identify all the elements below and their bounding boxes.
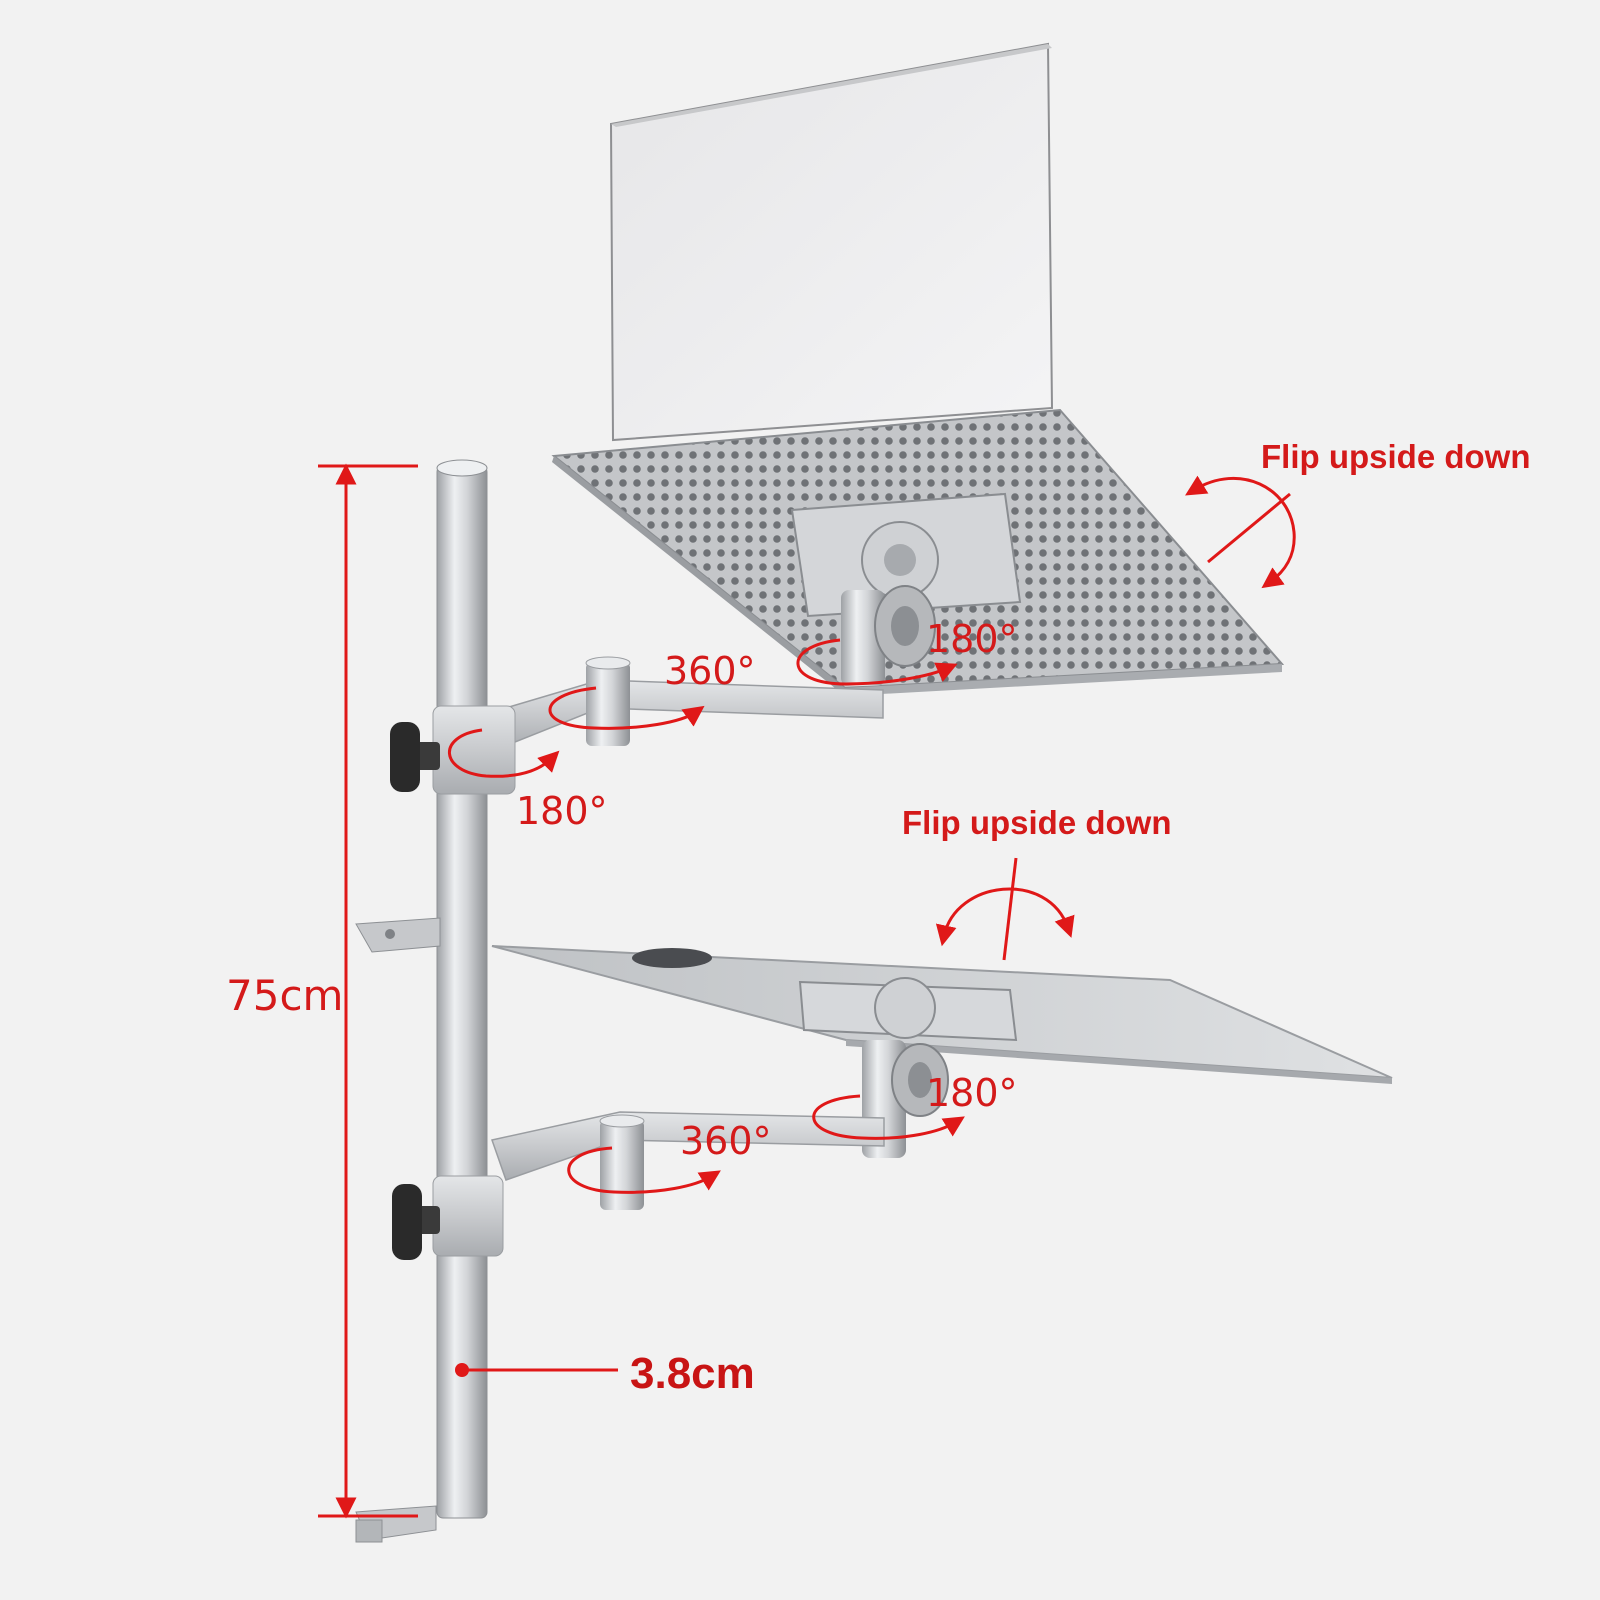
lower-swivel-label: 360° bbox=[680, 1119, 772, 1163]
diameter-pointer bbox=[455, 1363, 618, 1377]
upper-tilt-joint bbox=[841, 585, 936, 686]
vertical-pole bbox=[436, 459, 488, 1519]
lower-tilt-joint bbox=[862, 1040, 949, 1158]
upper-swivel-label: 360° bbox=[664, 649, 756, 693]
height-label: 75cm bbox=[226, 971, 344, 1020]
rotation-arrows-lower bbox=[567, 1094, 965, 1194]
laptop bbox=[609, 42, 1054, 442]
rotation-arrows-upper bbox=[448, 638, 958, 778]
upper-flip-label: Flip upside down bbox=[1261, 438, 1531, 475]
upper-tilt-label: 180° bbox=[926, 617, 1018, 661]
lower-tilt-label: 180° bbox=[926, 1071, 1018, 1115]
upper-clamp bbox=[390, 705, 516, 795]
upper-joint-label: 180° bbox=[516, 789, 608, 833]
diameter-label: 3.8cm bbox=[630, 1349, 755, 1398]
height-dimension bbox=[318, 463, 418, 1519]
lower-swing-arm bbox=[491, 1111, 885, 1210]
upper-lock-knob bbox=[390, 722, 420, 792]
upper-flip-arrow bbox=[1185, 475, 1296, 589]
lower-flip-arrow bbox=[935, 857, 1075, 961]
lower-lock-knob bbox=[392, 1184, 422, 1260]
upper-laptop-tray bbox=[551, 408, 1285, 696]
lower-flip-label: Flip upside down bbox=[902, 804, 1172, 841]
lower-shelf-plate bbox=[491, 945, 1393, 1084]
lower-clamp bbox=[392, 1175, 504, 1260]
shelf-bracket bbox=[355, 917, 441, 953]
